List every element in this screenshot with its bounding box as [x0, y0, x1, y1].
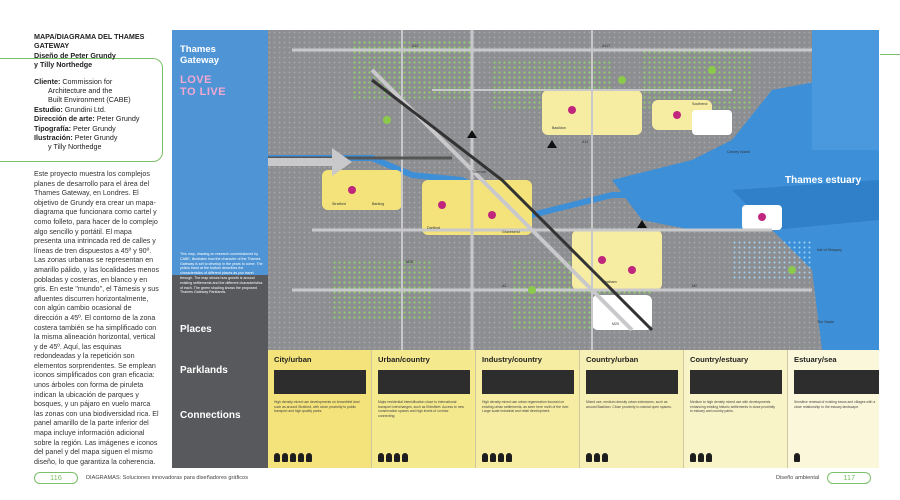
place-label: Isle of Sheppey — [817, 248, 842, 252]
entry-arrow — [268, 148, 352, 176]
people-icons — [482, 453, 512, 462]
place-label: Gravesend — [502, 230, 520, 234]
people-icons — [586, 453, 608, 462]
place-label: Chatham — [602, 280, 617, 284]
road-label: A13 — [582, 140, 589, 144]
footer-left: 116 DIAGRAMAS: Soluciones innovadoras pa… — [34, 472, 248, 484]
footer-right: Diseño ambiental 117 — [768, 472, 872, 484]
credit-row: Ilustración: Peter Grundy — [34, 133, 118, 143]
band-country-estuary: Country/estuary Medium to high density m… — [684, 350, 788, 468]
rail-line — [371, 78, 654, 332]
panel-title: Thames Gateway — [180, 44, 220, 66]
running-title: DIAGRAMAS: Soluciones innovadoras para d… — [86, 475, 248, 481]
place-label: The Swale — [817, 320, 834, 324]
place-marker — [488, 211, 496, 219]
road-label: M2 — [692, 284, 697, 288]
title-line-2: Diseño de Peter Grundy — [34, 50, 116, 60]
road-label: A12 — [412, 44, 419, 48]
credit-row: Built Environment (CABE) — [48, 95, 131, 105]
place-marker — [758, 213, 766, 221]
credit-row: Estudio: Grundini Ltd. — [34, 104, 106, 114]
road-label: M20 — [612, 322, 619, 326]
thames-gateway-map: Thames Gateway LOVE TO LIVE This map, dr… — [172, 30, 879, 468]
green-frame-accent — [0, 58, 163, 162]
place-label: Basildon — [552, 126, 566, 130]
credits-column: MAPA/DIAGRAMA DEL THAMES GATEWAY Diseño … — [34, 32, 164, 152]
marsh-area — [732, 240, 812, 280]
place-label: Thurrock — [472, 170, 487, 174]
credit-row: Architecture and the — [48, 86, 113, 96]
people-icons — [274, 453, 312, 462]
band-industry-country: Industry/country High density mixed use … — [476, 350, 580, 468]
place-label: Southend — [692, 102, 708, 106]
place-label: Barking — [372, 202, 385, 206]
project-title: MAPA/DIAGRAMA DEL THAMES GATEWAY Diseño … — [34, 32, 164, 70]
page-number-left: 116 — [34, 472, 78, 484]
urban-zone — [422, 180, 532, 235]
place-label: Dartford — [427, 226, 440, 230]
band-urban-country: Urban/country Major residential intensif… — [372, 350, 476, 468]
industry-scene-icon — [482, 370, 574, 394]
green-line-accent — [880, 54, 900, 55]
urban-zone — [322, 170, 402, 210]
map-graphic — [268, 30, 879, 350]
panel-description: This map, drawing on research commission… — [180, 252, 263, 295]
road-label: A2 — [502, 284, 507, 288]
band-estuary-sea: Estuary/sea Sensitive renewal of existin… — [788, 350, 879, 468]
people-icons — [378, 453, 408, 462]
section-connections: Connections — [180, 410, 241, 421]
page-number-right: 117 — [827, 472, 872, 484]
section-places: Places — [180, 324, 212, 335]
people-icons — [794, 453, 800, 462]
park-marker — [383, 116, 391, 124]
town-zone — [692, 110, 732, 135]
city-scene-icon — [274, 370, 366, 394]
country-urban-scene-icon — [586, 370, 678, 394]
section-parklands: Parklands — [180, 365, 228, 376]
urban-zone — [572, 230, 662, 290]
place-marker — [673, 111, 681, 119]
place-marker — [348, 186, 356, 194]
title-line-1: MAPA/DIAGRAMA DEL THAMES GATEWAY — [34, 32, 145, 51]
park-marker — [708, 66, 716, 74]
park-marker — [528, 286, 536, 294]
park-marker — [788, 266, 796, 274]
map-side-panel: Thames Gateway LOVE TO LIVE This map, dr… — [172, 30, 268, 468]
landmark-marker — [637, 220, 647, 228]
band-city-urban: City/urban High density mixed use develo… — [268, 350, 372, 468]
section-title: Diseño ambiental — [776, 475, 820, 481]
urban-country-scene-icon — [378, 370, 470, 394]
place-marker — [568, 106, 576, 114]
place-marker — [598, 256, 606, 264]
estuary-label: Thames estuary — [785, 175, 862, 186]
body-text: Este proyecto muestra los complejos plan… — [34, 170, 159, 466]
place-marker — [628, 266, 636, 274]
park-marker — [618, 76, 626, 84]
landmark-marker — [467, 130, 477, 138]
sea-north — [812, 30, 879, 150]
credit-row: Tipografía: Peter Grundy — [34, 123, 116, 133]
landmark-marker — [547, 140, 557, 148]
country-estuary-scene-icon — [690, 370, 782, 394]
title-line-3: y Tilly Northedge — [34, 60, 93, 70]
character-bands: City/urban High density mixed use develo… — [268, 350, 879, 468]
place-label: Canvey Island — [727, 150, 750, 154]
credit-row: Cliente: Commission for — [34, 76, 113, 86]
band-country-urban: Country/urban Mixed use, medium density … — [580, 350, 684, 468]
credits-list: Cliente: Commission for Architecture and… — [34, 77, 164, 152]
love-to-live-logo: LOVE TO LIVE — [180, 74, 227, 98]
place-marker — [438, 201, 446, 209]
estuary-sea-scene-icon — [794, 370, 879, 394]
road-label: A127 — [602, 44, 611, 48]
credit-row: y Tilly Northedge — [48, 142, 102, 152]
place-label: Stratford — [332, 202, 346, 206]
people-icons — [690, 453, 712, 462]
panel-blue-area — [172, 30, 268, 275]
road-label: M25 — [406, 260, 413, 264]
credit-row: Dirección de arte: Peter Grundy — [34, 114, 140, 124]
